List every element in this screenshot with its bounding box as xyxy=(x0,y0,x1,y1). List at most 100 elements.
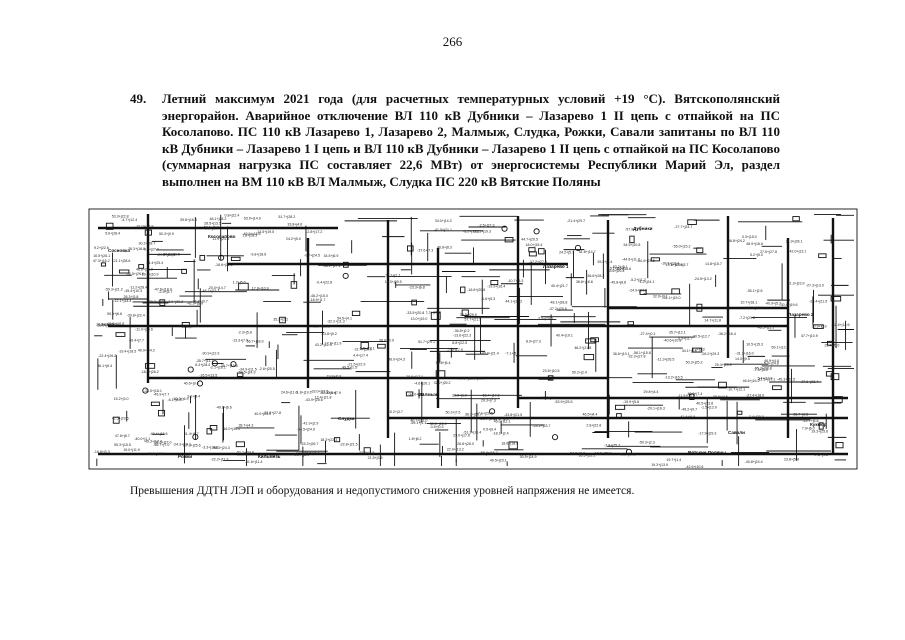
flow-annotation: -44.3+j8.4 xyxy=(179,324,195,328)
flow-annotation: -49.8+j8.8 xyxy=(610,280,626,284)
flow-annotation: 17.8+j11.9 xyxy=(325,341,342,345)
breaker-symbol xyxy=(411,299,417,306)
flow-annotation: -2.3+j5.8 xyxy=(238,330,252,334)
flow-annotation: -28.6+j4.6 xyxy=(712,395,728,399)
flow-annotation: 46.8+j6.3 xyxy=(437,246,452,250)
flow-annotation: -20.0+j14.7 xyxy=(208,286,226,290)
flow-annotation: 6.5+j3.7 xyxy=(676,263,689,267)
flow-annotation: -7.2+j21.8 xyxy=(739,316,755,320)
flow-annotation: -43.0+j21.4 xyxy=(481,351,499,355)
flow-annotation: -34.9+j11.5 xyxy=(239,367,257,371)
flow-annotation: -2.8+j17.2 xyxy=(306,230,322,234)
flow-annotation: -1.6+j5.3 xyxy=(481,297,495,301)
transformer-symbol xyxy=(196,380,204,387)
flow-annotation: 40.5+j23.8 xyxy=(696,402,713,406)
flow-annotation: -24.2+j23.7 xyxy=(532,424,550,428)
flow-annotation: 3.4+j20.0 xyxy=(749,415,764,419)
flow-annotation: 19.7+j1.4 xyxy=(666,458,681,462)
flow-annotation: -2.5+j3.7 xyxy=(158,290,172,294)
flow-annotation: 10.5+j15.3 xyxy=(746,342,763,346)
flow-annotation: 9.2+j22.6 xyxy=(94,246,109,250)
flow-annotation: -50.4+j24.4 xyxy=(479,417,497,421)
flow-annotation: -56.3+j24.3 xyxy=(212,446,230,450)
flow-annotation: 32.8+j14.0 xyxy=(96,323,113,327)
flow-annotation: 46.0+j12.1 xyxy=(494,419,511,423)
flow-annotation: -6.4+j29.1 xyxy=(468,376,484,380)
flow-annotation: 9.2+j4.4 xyxy=(187,394,200,398)
flow-annotation: 27.6+j2.0 xyxy=(494,417,509,421)
flow-annotation: 26.8+j26.0 xyxy=(457,442,474,446)
flow-annotation: 23.5+j10.5 xyxy=(543,369,560,373)
breaker-symbol xyxy=(238,282,249,291)
flow-annotation: 22.9+j13.2 xyxy=(447,448,464,452)
flow-annotation: 5.5+j11.7 xyxy=(678,336,693,340)
flow-annotation: 4.3+j24.1 xyxy=(640,280,655,284)
flow-annotation: -2.1+j16.1 xyxy=(210,365,226,369)
breaker-symbol xyxy=(235,441,245,448)
flow-annotation: -40.6+j10.8 xyxy=(663,338,681,342)
flow-annotation: 19.5+j22.9 xyxy=(459,376,476,380)
breaker-symbol xyxy=(236,372,244,377)
breaker-symbol xyxy=(118,269,130,274)
flow-annotation: -10.7+j12.1 xyxy=(727,388,745,392)
flow-annotation: 30.5+j29.9 xyxy=(460,313,477,317)
breaker-symbol xyxy=(736,410,743,415)
item-number: 49. xyxy=(130,91,147,106)
flow-annotation: -13.3+j7.9 xyxy=(232,339,248,343)
flow-annotation: 18.0+j15.4 xyxy=(526,243,543,247)
flow-annotation: -32.1+j6.4 xyxy=(320,391,336,395)
flow-annotation: -59.1+j12.6 xyxy=(770,346,788,350)
flow-annotation: 29.3+j7.3 xyxy=(481,398,496,402)
flow-annotation: 1.8+j8.2 xyxy=(409,437,422,441)
flow-annotation: -16.9+j26.2 xyxy=(141,370,159,374)
breaker-symbol xyxy=(590,337,599,343)
flow-annotation: -0.4+j22.8 xyxy=(316,280,332,284)
flow-annotation: -13.8+j0.2 xyxy=(321,332,337,336)
flow-annotation: -11.5+j17.1 xyxy=(757,377,775,381)
flow-annotation: -18.9+j1.7 xyxy=(309,298,325,302)
flow-annotation: -13.2+j16.5 xyxy=(665,375,683,379)
page-number: 266 xyxy=(442,34,463,49)
breaker-symbol xyxy=(144,363,156,369)
network-lines xyxy=(88,208,858,470)
flow-annotation: 58.8+j5.4 xyxy=(436,361,451,365)
breaker-symbol xyxy=(528,247,536,253)
flow-annotation: -39.8+j22.4 xyxy=(127,313,145,317)
flow-annotation: -15.2+j3.7 xyxy=(387,410,403,414)
breaker-symbol xyxy=(138,264,145,269)
flow-annotation: 5.4+j13.8 xyxy=(758,377,773,381)
flow-annotation: -36.2+j16.4 xyxy=(718,332,736,336)
breaker-symbol xyxy=(830,373,840,381)
breaker-symbol xyxy=(100,262,107,267)
item-49: 49. Летний максимум 2021 года (для расче… xyxy=(130,91,780,191)
substation-label: Вятские Поляны xyxy=(688,450,726,455)
flow-annotation: 34.0+j14.3 xyxy=(435,219,452,223)
flow-annotation: 23.8+j5.8 xyxy=(784,457,799,461)
flow-annotation: 1.2+j5.0 xyxy=(233,280,246,284)
substation-label: Рожки xyxy=(178,454,192,459)
flow-annotation: -4.7+j12.4 xyxy=(121,218,137,222)
flow-annotation: -34.4+j25.5 xyxy=(637,259,655,263)
transformer-symbol xyxy=(551,434,559,441)
flow-annotation: 4.4+j17.4 xyxy=(353,353,368,357)
flow-annotation: 28.3+j3.8 xyxy=(124,295,139,299)
substation-label: Лазарево 1 xyxy=(543,264,569,269)
transformer-symbol xyxy=(187,366,194,373)
flow-annotation: 50.3+j0.9 xyxy=(159,232,174,236)
breaker-symbol xyxy=(671,288,680,295)
flow-annotation: 51.7+j29.1 xyxy=(418,340,435,344)
flow-annotation: 14.7+j11.8 xyxy=(704,319,721,323)
flow-annotation: 27.5+j27.8 xyxy=(760,250,777,254)
flow-annotation: -19.9+j10.9 xyxy=(140,273,158,277)
flow-annotation: 1.8+j25.3 xyxy=(242,234,257,238)
breaker-symbol xyxy=(150,401,160,407)
flow-annotation: 26.3+j16.0 xyxy=(128,247,145,251)
breaker-symbol xyxy=(696,247,704,254)
breaker-symbol xyxy=(159,299,166,306)
breaker-symbol xyxy=(290,281,298,289)
flow-annotation: -8.2+j13.1 xyxy=(463,229,479,233)
flow-annotation: -29.9+j28.1 xyxy=(157,253,175,257)
flow-annotation: 8.9+j27.3 xyxy=(526,339,541,343)
flow-annotation: -31.7+j23.8 xyxy=(312,324,330,328)
